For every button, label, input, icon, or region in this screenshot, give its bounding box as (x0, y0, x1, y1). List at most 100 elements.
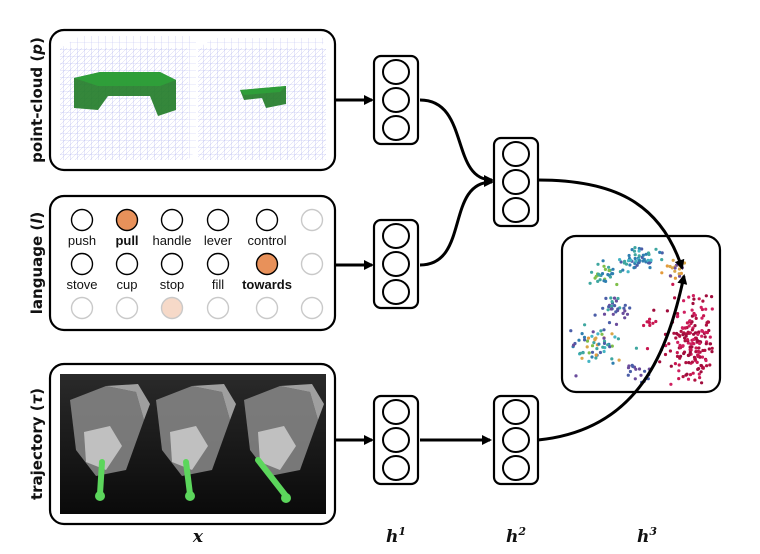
embedding-point (707, 347, 711, 351)
embedding-point (692, 337, 696, 342)
embedding-point (587, 359, 591, 363)
pointcloud-panel (48, 28, 337, 172)
embedding-point (574, 374, 578, 378)
embedding-point (667, 342, 671, 346)
embedding-point (648, 317, 652, 321)
embedding-point (581, 351, 585, 355)
neuron-unit (382, 87, 410, 113)
embedding-point (685, 338, 690, 342)
embedding-point (634, 259, 638, 263)
embedding-point (691, 294, 696, 298)
language-token-circle (70, 296, 94, 320)
embedding-point (669, 364, 673, 368)
embedding-point (618, 270, 623, 274)
embedding-point (697, 346, 701, 350)
language-token-circle (115, 296, 139, 320)
trajectory-frame (244, 384, 324, 503)
embedding-point (569, 329, 573, 333)
embedding-point (617, 358, 621, 362)
embedding-point (631, 364, 635, 369)
neuron-unit (382, 399, 410, 425)
embedding-point (596, 262, 600, 266)
embedding-point (675, 354, 680, 358)
embedding-point (710, 346, 714, 350)
embedding-point (681, 333, 685, 337)
neuron-unit (382, 279, 410, 305)
embedding-point (692, 297, 696, 301)
embedding-point (642, 323, 646, 328)
embedding-point (602, 312, 607, 316)
embedding-panel (560, 234, 722, 394)
trajectory-frame (70, 384, 150, 501)
embedding-point (700, 329, 705, 333)
embedding-point (679, 329, 683, 333)
embedding-point (616, 307, 620, 311)
embedding-point (672, 331, 676, 335)
embedding-point (693, 378, 697, 382)
embedding-point (643, 369, 647, 373)
embedding-point (704, 294, 708, 298)
language-word-towards: towards (242, 277, 292, 292)
embedding-point (613, 335, 617, 339)
language-token-circle (206, 208, 230, 232)
embedding-point (637, 367, 642, 371)
embedding-point (602, 349, 606, 354)
embedding-point (626, 270, 630, 274)
embedding-point (598, 278, 602, 282)
embedding-point (694, 346, 698, 350)
embedding-point (678, 343, 682, 347)
embedding-point (696, 367, 700, 371)
embedding-point (669, 382, 673, 386)
embedding-point (676, 312, 680, 316)
language-word-control: control (247, 233, 286, 248)
embedding-point (676, 340, 680, 344)
embedding-point (593, 337, 597, 341)
embedding-point (652, 308, 656, 312)
embedding-point (677, 272, 681, 276)
embedding-point (700, 316, 704, 320)
embedding-point (671, 258, 675, 262)
embedding-point (686, 330, 690, 334)
language-token-circle (70, 252, 94, 276)
embedding-point (687, 295, 691, 299)
embedding-point (593, 313, 597, 317)
language-token-circle (115, 208, 139, 232)
embedding-point (608, 345, 612, 349)
embedding-point (608, 275, 613, 279)
embedding-point (690, 314, 695, 318)
embedding-point (660, 258, 664, 262)
embedding-point (710, 295, 714, 299)
language-token-circle (206, 296, 230, 320)
neuron-unit (502, 455, 530, 481)
embedding-point (673, 269, 677, 273)
embedding-point (698, 376, 702, 380)
embedding-point (626, 366, 631, 370)
language-word-pull: pull (115, 233, 138, 248)
embedding-point (704, 307, 708, 311)
embedding-point (628, 369, 633, 374)
embedding-point (660, 271, 664, 275)
embedding-point (684, 373, 688, 377)
embedding-point (700, 334, 704, 338)
neuron-unit (502, 141, 530, 167)
neuron-unit (382, 59, 410, 85)
neuron-unit (382, 427, 410, 453)
embedding-point (592, 341, 596, 345)
language-token-circle (115, 252, 139, 276)
embedding-point (627, 253, 631, 258)
embedding-point (701, 348, 705, 353)
embedding-point (614, 322, 619, 326)
language-token-circle (160, 208, 184, 232)
embedding-point (633, 377, 637, 381)
embedding-point (690, 308, 694, 312)
embedding-point (651, 321, 655, 325)
embedding-point (696, 332, 700, 336)
robot-arm-segment (183, 459, 193, 497)
embedding-point (668, 349, 673, 353)
embedding-point (688, 348, 692, 352)
embedding-point (611, 272, 615, 276)
embedding-point (635, 263, 639, 267)
embedding-point (634, 346, 639, 350)
embedding-point (590, 344, 595, 348)
